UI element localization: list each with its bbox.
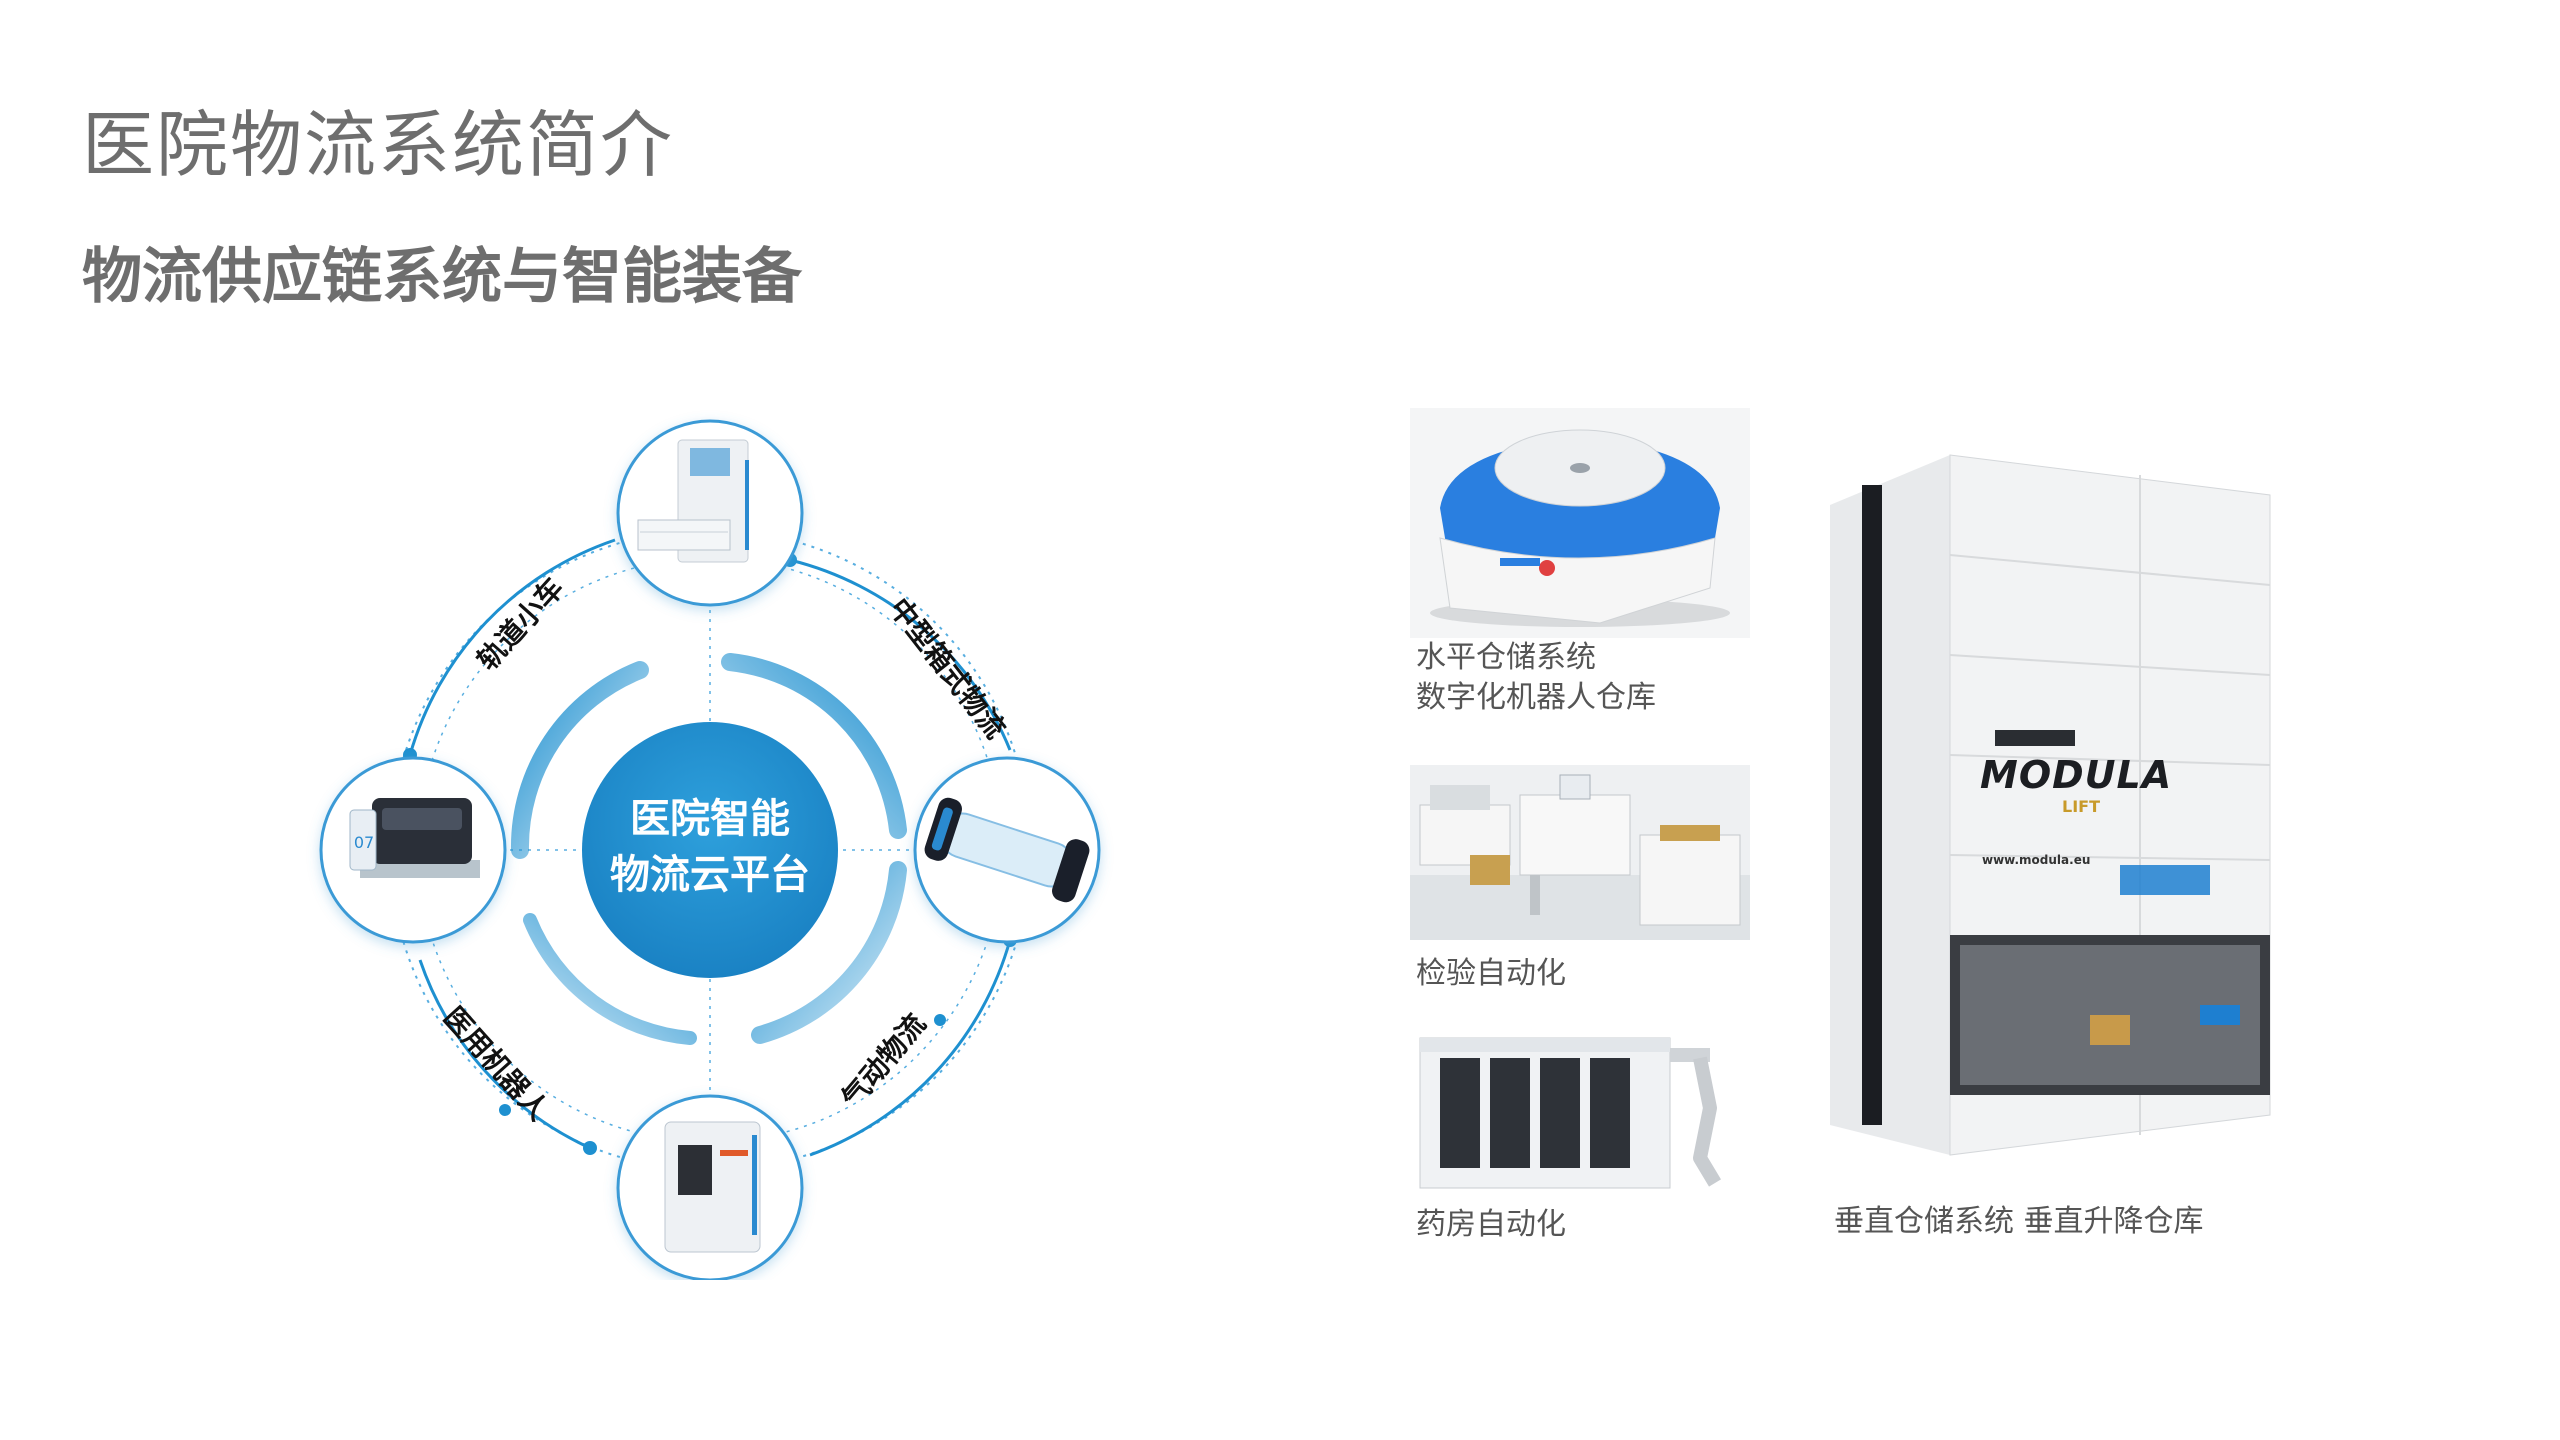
connector-dot bbox=[583, 1141, 597, 1155]
connector-dot bbox=[934, 1014, 946, 1026]
hub-circle bbox=[582, 722, 838, 978]
node-left-rail-cart: 07 bbox=[319, 756, 507, 944]
arc-rail-cart bbox=[408, 538, 616, 756]
caption-vertical: 垂直仓储系统 垂直升降仓库 bbox=[1834, 1204, 2204, 1239]
node-top-station bbox=[616, 419, 804, 607]
node-bottom-robot bbox=[616, 1094, 804, 1280]
modula-brand-label: MODULA bbox=[1980, 753, 2173, 797]
arc-pneumatic bbox=[809, 939, 1012, 1157]
pharmacy-automation-image bbox=[1410, 1018, 1750, 1193]
node-right-pneumatic bbox=[913, 756, 1101, 944]
hub-label-line1: 医院智能 bbox=[630, 796, 790, 842]
inner-arc-bottom bbox=[523, 913, 697, 1045]
vertical-lift-image: MODULA LIFT www.modula.eu bbox=[1800, 425, 2280, 1165]
logistics-diagram: 医院智能 物流云平台 07 轨道小车 中型箱式 bbox=[319, 419, 1101, 1280]
svg-text:07: 07 bbox=[354, 833, 374, 852]
modula-url-label: www.modula.eu bbox=[1982, 853, 2091, 867]
caption-horizontal-line2: 数字化机器人仓库 bbox=[1416, 680, 1656, 715]
caption-lab: 检验自动化 bbox=[1416, 956, 1566, 991]
modula-lift-label: LIFT bbox=[2062, 797, 2100, 816]
arc-robot bbox=[418, 959, 591, 1150]
page-subtitle: 物流供应链系统与智能装备 bbox=[82, 242, 802, 312]
label-robot: 医用机器人 bbox=[437, 1001, 555, 1127]
label-box-logistics: 中型箱式物流 bbox=[882, 592, 1011, 745]
caption-horizontal-line1: 水平仓储系统 bbox=[1416, 640, 1596, 675]
inner-arc-right bbox=[751, 861, 907, 1044]
arc-box-logistics bbox=[789, 558, 1012, 751]
connector-dot bbox=[499, 1104, 511, 1116]
inner-arc-left bbox=[510, 661, 649, 859]
hub-label-line2: 物流云平台 bbox=[610, 852, 810, 898]
agv-robot-image bbox=[1410, 408, 1750, 638]
lab-automation-image bbox=[1410, 765, 1750, 940]
page-title: 医院物流系统简介 bbox=[82, 103, 675, 187]
caption-pharmacy: 药房自动化 bbox=[1416, 1207, 1566, 1242]
label-pneumatic: 气动物流 bbox=[834, 1007, 932, 1115]
inner-arc-top bbox=[721, 653, 907, 839]
